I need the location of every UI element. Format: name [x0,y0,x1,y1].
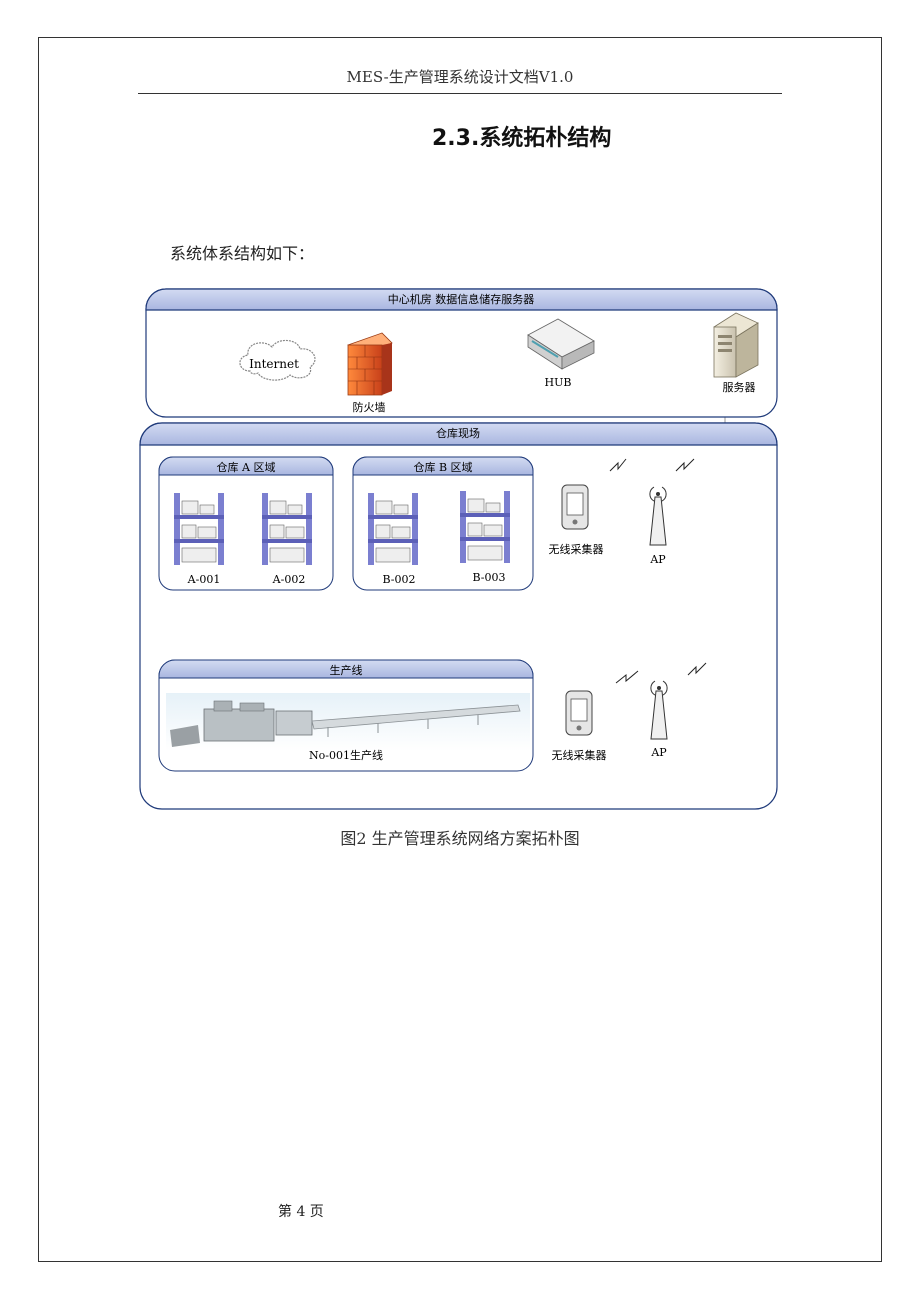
internet-label: Internet [249,357,299,371]
shelf-label-b002: B-002 [383,573,416,586]
zone-b-title: 仓库 B 区域 [413,460,472,474]
zone-a-title: 仓库 A 区域 [217,460,276,474]
handheld-collector-icon-2 [565,690,593,736]
figure-caption: 图2 生产管理系统网络方案拓朴图 [340,829,580,848]
center-room-panel: 中心机房 数据信息储存服务器 [145,288,778,418]
firewall-icon [347,332,393,396]
shelf-label-a001: A-001 [187,573,221,586]
wireless-signal-icon [609,458,707,684]
internet-cloud-icon: Internet [239,339,316,381]
shelf-icon-b002 [368,493,418,565]
section-title: 2.3.系统拓朴结构 [432,126,612,151]
page-border [38,37,882,1262]
center-room-title: 中心机房 数据信息储存服务器 [388,292,535,306]
warehouse-site-title: 仓库现场 [436,426,480,440]
shelf-icon-b003 [460,491,510,563]
firewall-label: 防火墙 [353,400,386,414]
intro-text: 系统体系结构如下： [170,244,315,263]
production-line-label: No-001生产线 [309,748,383,762]
document-header: MES-生产管理系统设计文档V1.0 [346,68,574,86]
server-label: 服务器 [723,381,756,394]
shelf-icon-a001 [174,493,224,565]
ap-label-1: AP [649,553,666,566]
collector-label-2: 无线采集器 [552,748,607,762]
page-number: 第 4 页 [278,1204,324,1220]
shelf-label-a002: A-002 [272,573,306,586]
hub-label: HUB [545,376,572,389]
topology-diagram: 中心机房 数据信息储存服务器 Internet 防火墙 HUB [139,288,778,810]
access-point-icon-1 [649,486,667,546]
ap-label-2: AP [650,746,667,759]
server-icon [713,312,759,378]
shelf-label-b003: B-003 [473,571,506,584]
access-point-icon-2 [650,680,668,740]
handheld-collector-icon-1 [561,484,589,530]
hub-icon [527,318,595,370]
collector-label-1: 无线采集器 [549,542,604,556]
shelf-icon-a002 [262,493,312,565]
production-line-title: 生产线 [330,663,363,677]
header-rule [138,93,782,94]
production-line-machine-icon [166,693,530,751]
